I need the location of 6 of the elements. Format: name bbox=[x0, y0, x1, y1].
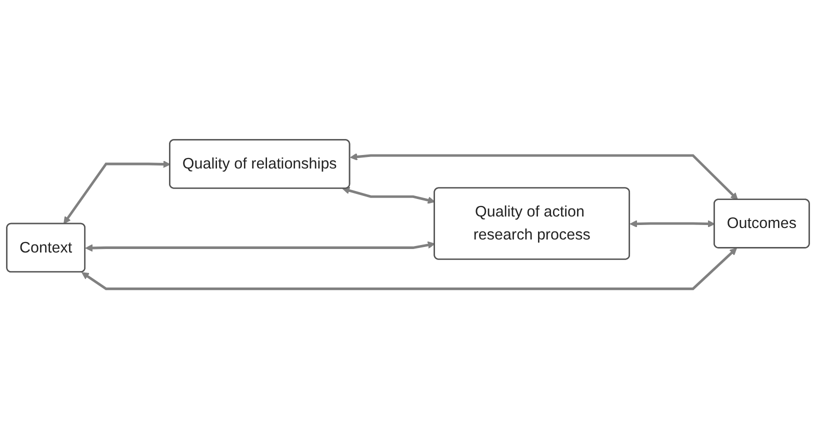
arrow bbox=[630, 220, 715, 228]
arrow bbox=[82, 247, 738, 290]
arrow bbox=[64, 160, 170, 224]
arrow bbox=[350, 152, 738, 200]
arrow bbox=[342, 186, 436, 204]
arrow bbox=[85, 241, 436, 252]
